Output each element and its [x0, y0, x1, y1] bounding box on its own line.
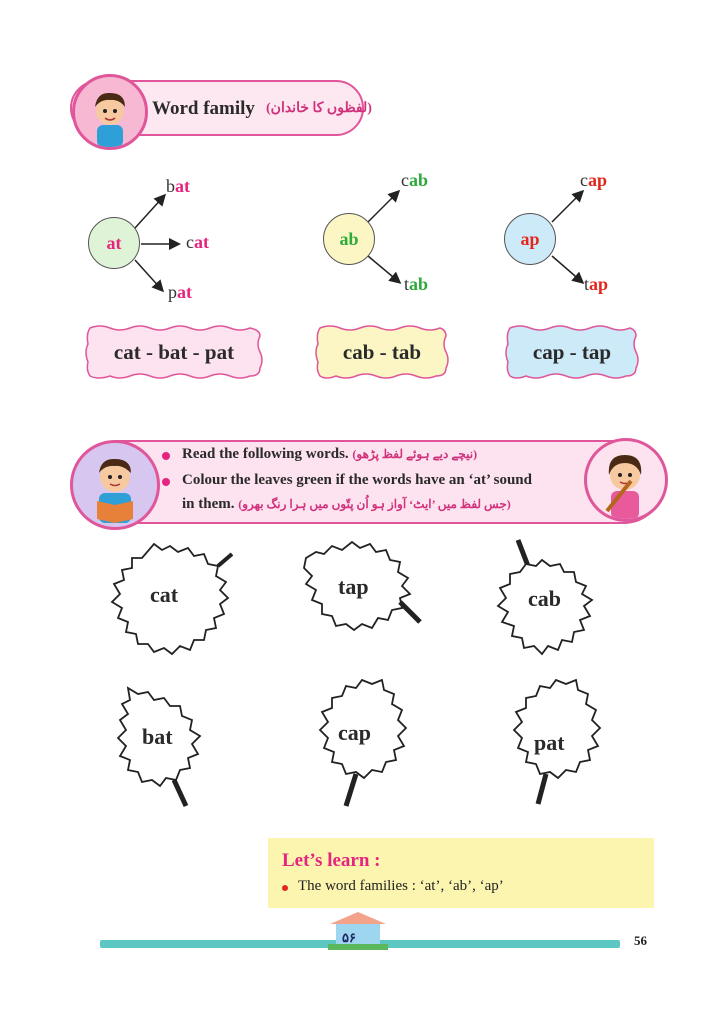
leaf-6-word: pat	[534, 730, 565, 755]
word-cab: cab	[401, 170, 429, 190]
word-family-arrows	[134, 189, 585, 293]
word-tap: tap	[584, 274, 609, 294]
leaf-2-word: tap	[338, 574, 369, 599]
lets-learn-bullet	[282, 885, 288, 891]
reading-boy-avatar	[70, 440, 160, 530]
page-title-urdu: (لفظوں کا خاندان)	[266, 101, 372, 116]
boy-avatar	[72, 74, 148, 150]
leaf-3-word: cab	[528, 586, 561, 611]
leaf-5-word: cap	[338, 720, 371, 745]
instruction-line-1: Read the following words. (نیچے دیے ہوئے…	[182, 446, 478, 462]
summary-at: cat - bat - pat	[84, 324, 264, 380]
leaf-1-word: cat	[150, 582, 179, 607]
bullet-1	[162, 452, 170, 460]
lets-learn-box	[268, 838, 654, 908]
bullet-2	[162, 478, 170, 486]
leaf-1[interactable]	[104, 540, 244, 670]
family-at-circle: at	[88, 217, 140, 269]
word-tab: tab	[404, 274, 429, 294]
summary-ap: cap - tap	[504, 324, 640, 380]
instruction-line-2-urdu: (جس لفظ میں ’ایٹ‘ آواز ہو اُن پتّوں میں …	[238, 497, 511, 511]
instruction-line-3: in them. (جس لفظ میں ’ایٹ‘ آواز ہو اُن پ…	[182, 496, 511, 512]
leaf-4[interactable]	[108, 682, 238, 812]
word-pat: pat	[168, 282, 192, 302]
leaf-5[interactable]	[300, 676, 430, 816]
instruction-banner	[80, 440, 664, 524]
house-icon	[328, 912, 388, 950]
summary-ab: cab - tab	[314, 324, 450, 380]
family-ap-label: ap	[520, 228, 540, 249]
family-at-label: at	[106, 232, 122, 253]
painting-girl-avatar	[584, 438, 668, 522]
family-ab-circle: ab	[323, 213, 375, 265]
family-ab-label: ab	[339, 228, 359, 249]
instruction-line-1-urdu: (نیچے دیے ہوئے لفظ پڑھو)	[352, 447, 478, 461]
word-bat: bat	[166, 176, 190, 196]
family-ap-circle: ap	[504, 213, 556, 265]
leaf-4-word: bat	[142, 724, 173, 749]
lets-learn-item: The word families : ‘at’, ‘ab’, ‘ap’	[298, 878, 504, 894]
word-cap: cap	[580, 170, 608, 190]
leaf-6[interactable]	[498, 676, 618, 816]
urdu-page-number: ۵۶	[342, 930, 356, 945]
instruction-line-2: Colour the leaves green if the words hav…	[182, 472, 532, 488]
lets-learn-title: Let’s learn :	[282, 850, 381, 871]
page-number: 56	[634, 933, 647, 948]
word-cat: cat	[186, 232, 209, 252]
leaf-3[interactable]	[488, 536, 618, 666]
leaf-2[interactable]	[296, 538, 436, 648]
page-title: Word family	[152, 98, 255, 119]
